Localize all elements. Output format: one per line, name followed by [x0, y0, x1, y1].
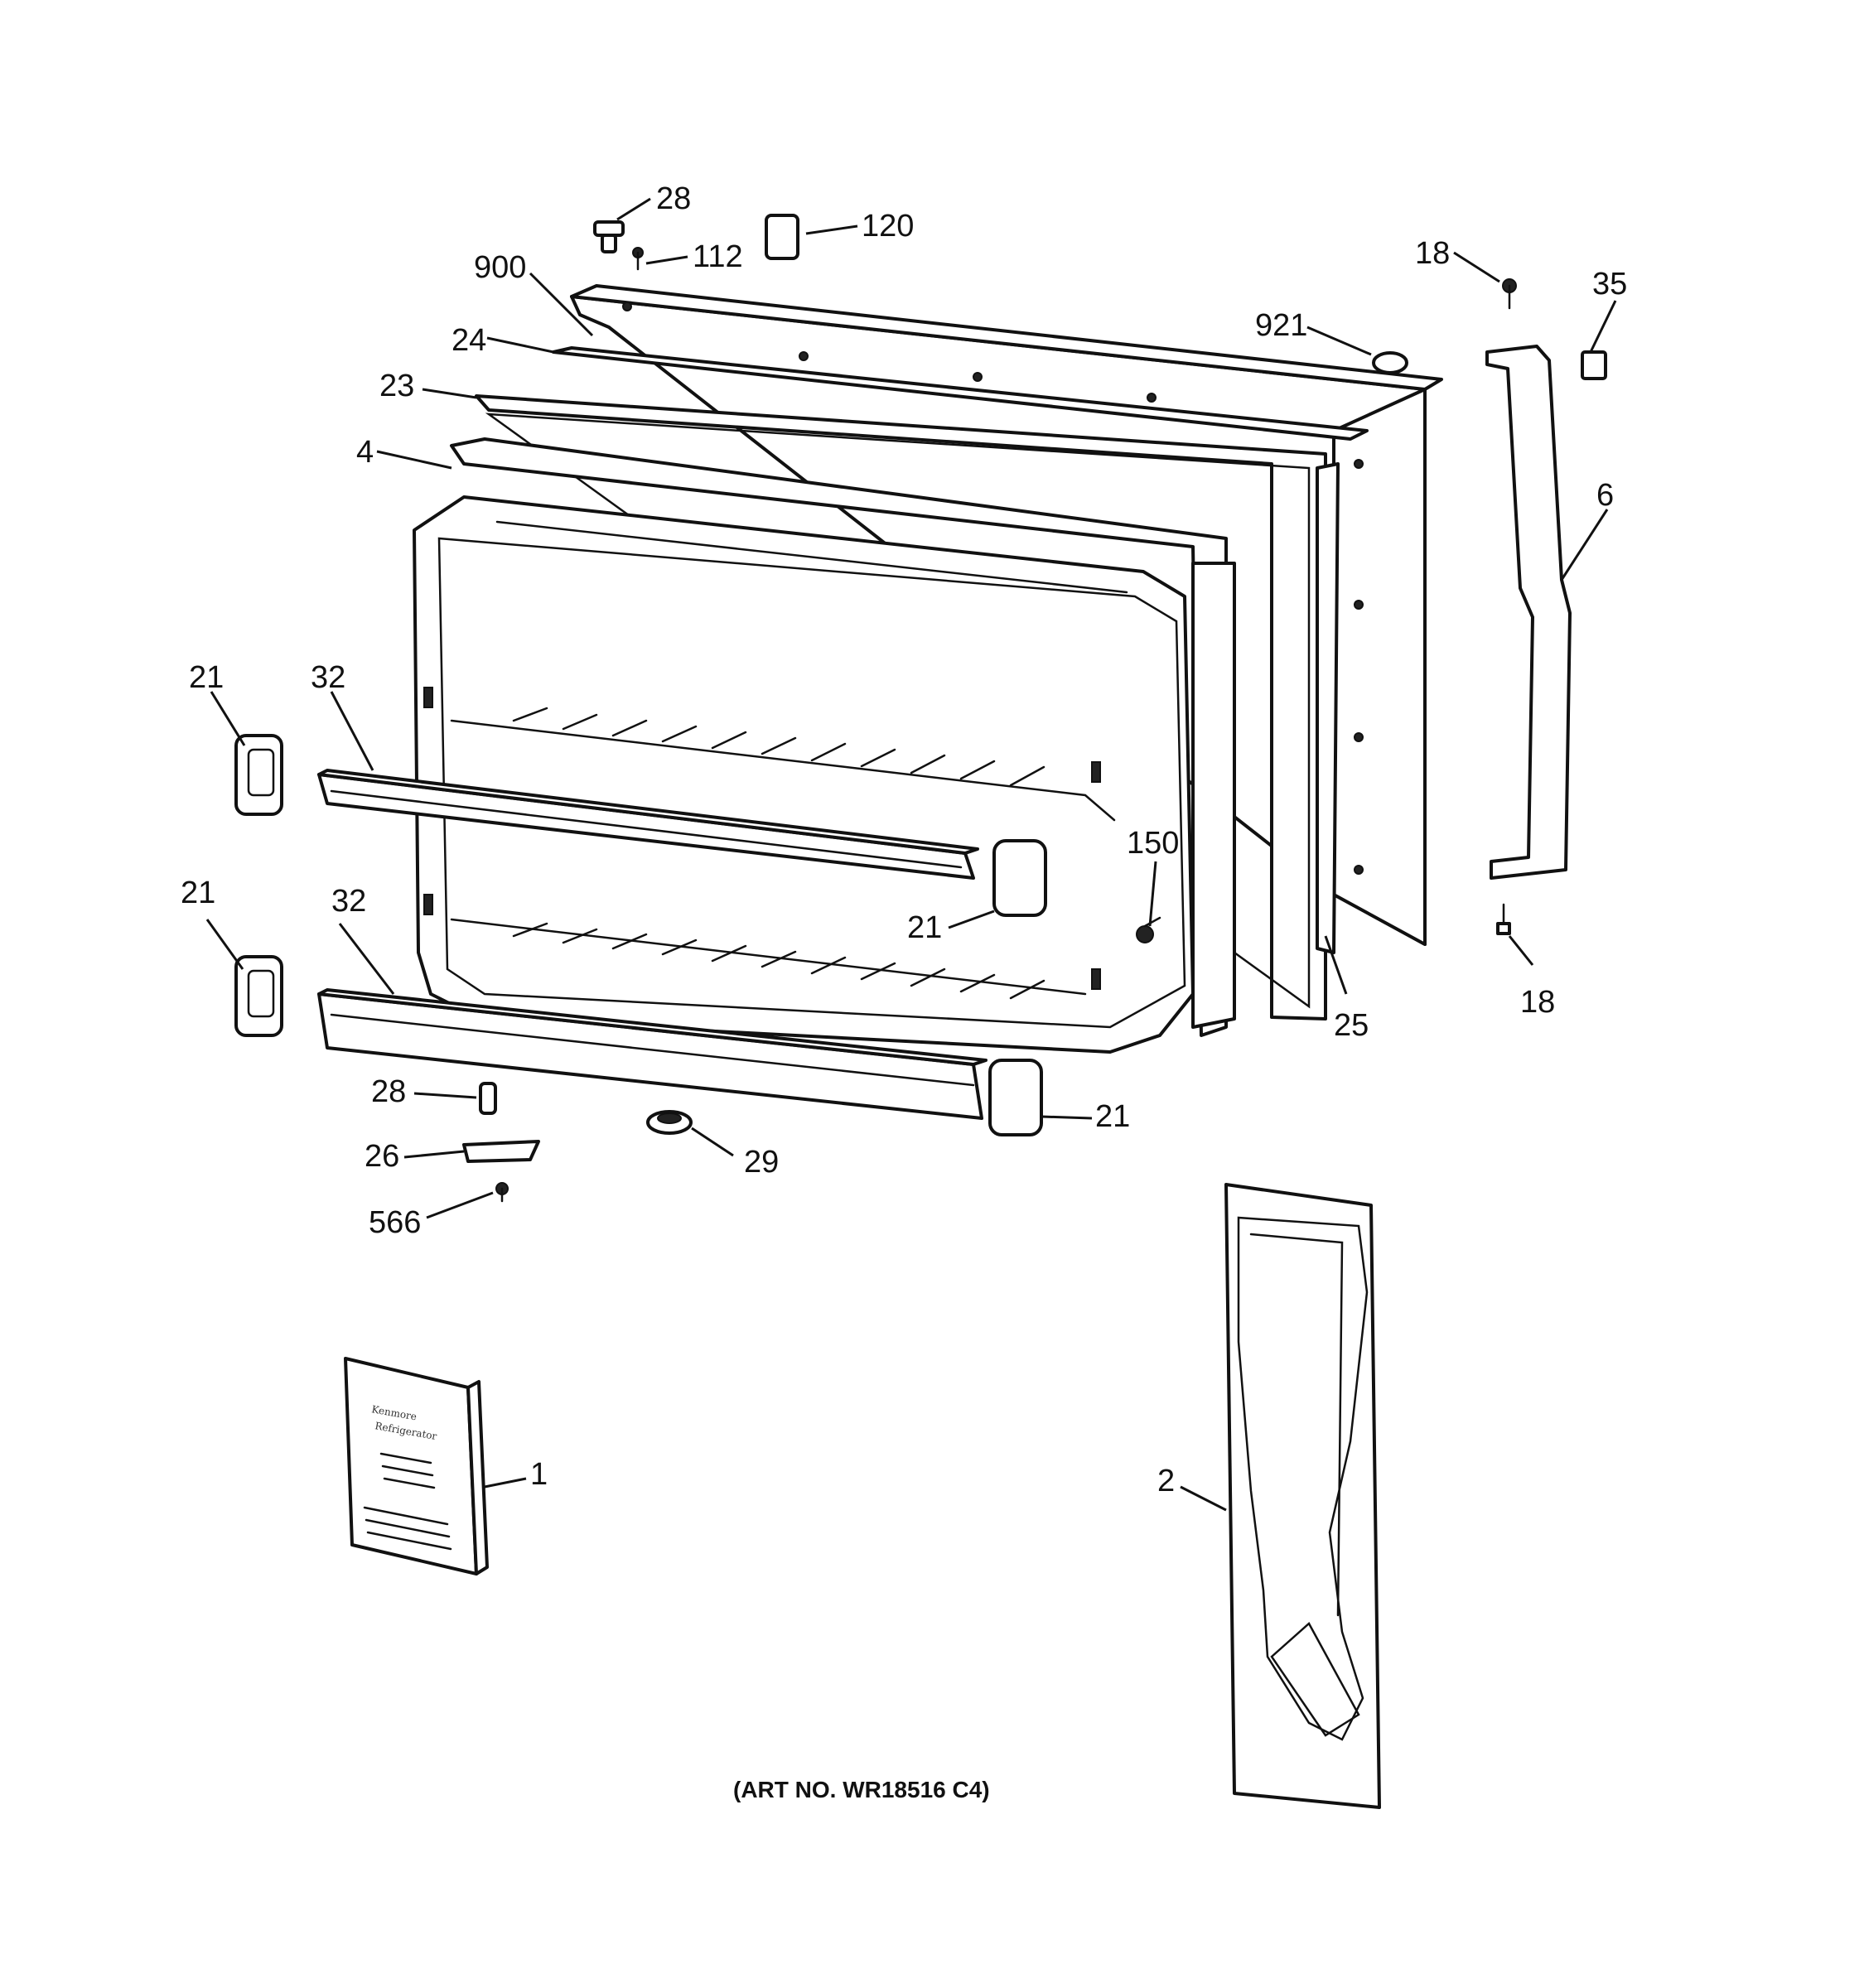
leader-lines: [205, 197, 1617, 1512]
callout-labels: 28 112 120 900 24 23 4 921 18 35 6 21 32…: [181, 181, 1627, 1498]
owners-manual: Kenmore Refrigerator: [344, 1357, 489, 1575]
breaker-strip: [552, 346, 1369, 441]
callout-21-left-lower: 21: [181, 876, 215, 910]
plug-921: [1372, 351, 1408, 374]
rail-end-cap-left-lower: [234, 955, 283, 1037]
callout-18-bottom: 18: [1520, 985, 1555, 1020]
callout-120: 120: [862, 209, 914, 244]
callout-2: 2: [1157, 1464, 1175, 1498]
cap-35: [1581, 350, 1607, 380]
callout-566: 566: [369, 1205, 421, 1240]
parts-package: [1224, 1183, 1381, 1809]
callout-25: 25: [1334, 1008, 1369, 1043]
strip-25: [1316, 462, 1340, 954]
plug-top: [593, 220, 625, 253]
callout-18-top: 18: [1415, 236, 1450, 271]
callout-21-left-upper: 21: [189, 660, 224, 695]
bushing-29: [646, 1110, 693, 1135]
callout-1: 1: [530, 1457, 548, 1492]
callout-112: 112: [693, 239, 743, 274]
callout-35: 35: [1592, 267, 1627, 302]
callout-4: 4: [356, 435, 374, 470]
screw-150: [1136, 916, 1161, 943]
callout-21-right-lower: 21: [1095, 1099, 1130, 1134]
callout-32-upper: 32: [311, 660, 345, 695]
callout-6: 6: [1596, 478, 1614, 513]
callout-900: 900: [474, 250, 526, 285]
door-liner: [450, 437, 1236, 1037]
pin-28-bottom: [479, 1082, 497, 1115]
callout-21-right-upper: 21: [907, 910, 942, 945]
screw-18-bottom: [1496, 903, 1511, 935]
callout-150: 150: [1127, 826, 1179, 861]
inner-door-liner: [413, 495, 1195, 1054]
hinge-26: [462, 1140, 540, 1163]
shelf-rail-upper: [317, 769, 979, 880]
art-number-caption: (ART NO. WR18516 C4): [733, 1777, 990, 1802]
screw-112: [632, 247, 644, 271]
callout-26: 26: [365, 1139, 399, 1174]
callout-28-bottom: 28: [371, 1074, 406, 1109]
callout-24: 24: [452, 323, 486, 358]
screw-18-top: [1502, 278, 1517, 310]
rail-end-cap-right-lower: [988, 1059, 1043, 1136]
callout-28-top: 28: [656, 181, 691, 216]
rail-end-cap-left-upper: [234, 734, 283, 816]
callout-32-lower: 32: [331, 884, 366, 919]
rail-end-cap-right-upper: [992, 839, 1047, 917]
shelf-rail-lower: [317, 988, 988, 1120]
callout-29: 29: [744, 1145, 779, 1180]
part-120: [765, 214, 799, 260]
screw-566: [495, 1182, 509, 1203]
callout-921: 921: [1255, 308, 1307, 343]
door-handle: [1485, 345, 1572, 880]
callout-23: 23: [379, 369, 414, 403]
